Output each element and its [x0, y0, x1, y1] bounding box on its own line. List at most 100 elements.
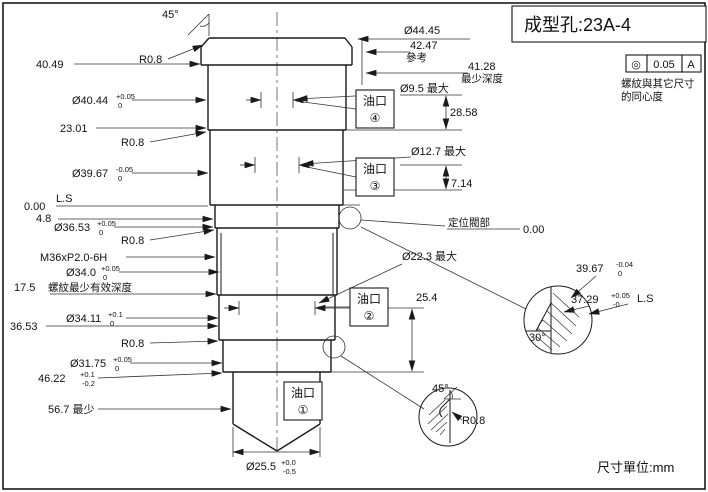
dimension-leaders — [46, 35, 629, 456]
oil-port-3-number: ③ — [370, 179, 381, 193]
dim-dia-39-67: Ø39.67 — [72, 168, 108, 180]
detail-chamfer-hatch — [427, 399, 449, 436]
dim-dia-25-5: Ø25.5 — [246, 461, 276, 473]
dim-17-5: 17.5 — [14, 282, 35, 294]
dim-dia-31-75-tol-bot: 0 — [115, 364, 119, 373]
oil-port-3-box — [355, 157, 395, 197]
dim-dia-34-0-tol-top: +0.05 — [101, 264, 120, 273]
min-depth-note: 最少深度 — [461, 72, 503, 85]
part-outline — [200, 37, 353, 452]
dim-dia-40-44-tol-bot: 0 — [118, 101, 122, 110]
tolerance-frame: ◎ 0.05 A 螺紋與其它尺寸 的同心度 — [621, 54, 702, 103]
dim-r08-detail: R0.8 — [462, 415, 485, 427]
dim-dia-22-3: Ø22.3 最大 — [402, 249, 457, 263]
dim-dia-36-53: Ø36.53 — [54, 222, 90, 234]
title-block: 成型孔:23A-4 — [511, 5, 707, 43]
dim-dia-36-53-tol-bot: 0 — [99, 228, 103, 237]
thread-depth-note: 螺紋最少有效深度 — [48, 281, 132, 294]
oil-port-4-box — [355, 89, 395, 129]
oil-port-4-label: 油口 — [363, 94, 387, 108]
dim-r08-a: R0.8 — [121, 137, 144, 149]
concentricity-icon: ◎ — [631, 59, 641, 71]
tolerance-datum-cell — [681, 54, 702, 73]
thread-minor-lines — [220, 233, 334, 295]
dim-4-8: 4.8 — [36, 213, 51, 225]
oil-port-2-number: ② — [364, 309, 375, 323]
oil-port-1-label: 油口 — [291, 386, 315, 400]
dimension-labels-top: 45° R0.8 — [139, 9, 179, 66]
tolerance-note-line1: 螺紋與其它尺寸 — [621, 77, 695, 90]
dim-25-4: 25.4 — [416, 292, 437, 304]
dim-dia-34-11-tol-top: +0.1 — [108, 310, 123, 319]
dim-45deg-detail: 45° — [432, 383, 449, 395]
dim-r08-top: R0.8 — [139, 54, 162, 66]
dim-ls-left: L.S — [56, 193, 73, 205]
dim-dia-34-11: Ø34.11 — [66, 313, 101, 325]
dim-39-67-right: 39.67 — [576, 263, 604, 275]
dim-dia-40-44-tol-top: +0.05 — [116, 92, 135, 101]
dim-dia-31-75: Ø31.75 — [70, 358, 106, 370]
detail-ls-geometry — [526, 287, 552, 353]
dim-dia-34-11-tol-bot: 0 — [110, 319, 114, 328]
dim-28-58: 28.58 — [450, 107, 478, 119]
oil-port-4-number: ④ — [370, 111, 381, 125]
oil-port-2-label: 油口 — [357, 292, 381, 306]
oil-port-1-box — [283, 381, 323, 421]
detail-views — [322, 206, 593, 447]
dim-46-22: 46.22 — [38, 373, 66, 385]
dim-zero-left: 0.00 — [24, 201, 45, 213]
dim-30deg: 30° — [529, 332, 546, 344]
detail-ls-hatch — [535, 292, 580, 351]
dim-41-28: 41.28 — [468, 61, 496, 73]
dim-dia-25-5-tol-bot: -0.5 — [283, 467, 296, 476]
dim-thread: M36xP2.0-6H — [40, 252, 107, 264]
oil-port-3-label: 油口 — [363, 162, 387, 176]
dim-42-47: 42.47 — [410, 40, 438, 52]
dim-dia-34-0-tol-bot: 0 — [103, 273, 107, 282]
dim-dia-40-44: Ø40.44 — [72, 95, 108, 107]
footer: 尺寸單位:mm — [597, 460, 674, 475]
dim-dia-39-67-tol-bot: 0 — [118, 174, 122, 183]
title-box — [511, 5, 707, 43]
dim-r08-c: R0.8 — [121, 338, 144, 350]
dim-46-22-tol-top: +0.1 — [80, 370, 95, 379]
tolerance-note-line2: 的同心度 — [621, 90, 663, 103]
dim-39-67-right-tol-bot: 0 — [618, 269, 622, 278]
dim-dia-12-7: Ø12.7 最大 — [411, 144, 466, 158]
dim-dia-36-53-tol-top: +0.05 — [97, 219, 116, 228]
dim-dia-39-67-tol-top: -0.05 — [116, 165, 133, 174]
detail-circle-ls — [523, 285, 593, 355]
dim-46-22-tol-bot: -0.2 — [82, 379, 95, 388]
dim-56-7: 56.7 最少 — [48, 403, 94, 416]
dim-37-29-tol-top: +0.05 — [611, 291, 630, 300]
dim-7-14: 7.14 — [451, 178, 472, 190]
dim-37-29: 37.29 — [571, 294, 599, 306]
tolerance-value: 0.05 — [653, 59, 674, 71]
dim-dia-25-5-tol-top: +0.0 — [281, 458, 296, 467]
dimension-labels-bottom: Ø25.5 +0.0 -0.5 — [246, 458, 296, 476]
oil-port-2-box — [349, 287, 389, 327]
dim-ls-right: L.S — [637, 293, 654, 305]
reference-note: 參考 — [406, 51, 427, 64]
dim-dia-44-45: Ø44.45 — [404, 25, 440, 37]
dim-23-01: 23.01 — [60, 123, 88, 135]
dim-39-67-right-tol-top: -0.04 — [616, 260, 633, 269]
page-title: 成型孔:23A-4 — [524, 15, 631, 35]
dim-zero-right: 0.00 — [523, 224, 544, 236]
detail-marker-r08 — [322, 335, 346, 359]
dim-dia-9-5: Ø9.5 最大 — [400, 81, 449, 95]
detail-circle-chamfer — [418, 387, 478, 447]
unit-label: 尺寸單位:mm — [597, 460, 674, 475]
dim-r08-b: R0.8 — [121, 235, 144, 247]
dimension-labels-right: Ø44.45 42.47 參考 41.28 最少深度 Ø9.5 最大 28.58… — [400, 25, 654, 427]
dim-36-53: 36.53 — [10, 321, 38, 333]
dim-dia-31-75-tol-top: +0.05 — [113, 355, 132, 364]
dim-40-49: 40.49 — [36, 59, 64, 71]
dim-dia-34-0: Ø34.0 — [66, 267, 96, 279]
tolerance-datum: A — [687, 59, 695, 71]
dim-45deg-top: 45° — [162, 9, 179, 21]
oil-port-boxes: 油口 ④ 油口 ③ 油口 ② 油口 ① — [283, 89, 395, 421]
